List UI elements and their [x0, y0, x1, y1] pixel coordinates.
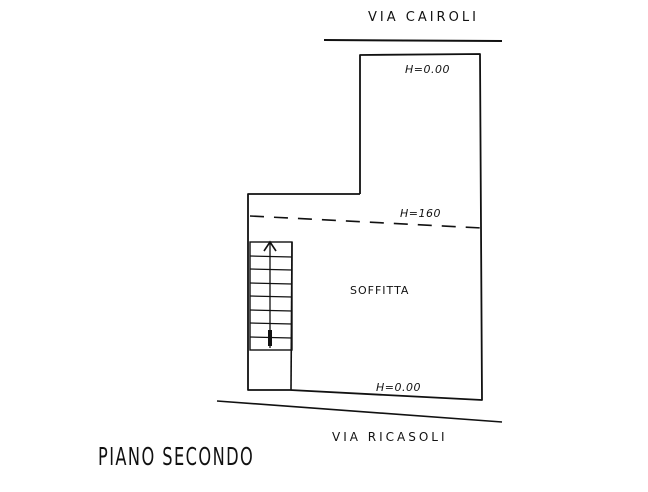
- height-label-top: H=0.00: [405, 63, 450, 76]
- height-label-bottom: H=0.00: [376, 381, 421, 394]
- room-label: SOFFITTA: [350, 284, 410, 297]
- street-label-bottom: VIA RICASOLI: [332, 430, 448, 444]
- street-label-top: VIA CAIROLI: [368, 10, 479, 25]
- street-line-bottom: [216, 400, 503, 423]
- ceiling-height-dashed-line: [249, 215, 483, 229]
- stair-treads: [249, 255, 293, 339]
- stair-side-wall: [290, 241, 293, 391]
- height-label-middle: H=160: [400, 207, 441, 220]
- stair-up-arrow-icon: [263, 240, 277, 348]
- building-outline: [247, 53, 483, 401]
- drawing-title: PIANO SECONDO: [98, 442, 255, 471]
- street-line-top: [323, 39, 503, 42]
